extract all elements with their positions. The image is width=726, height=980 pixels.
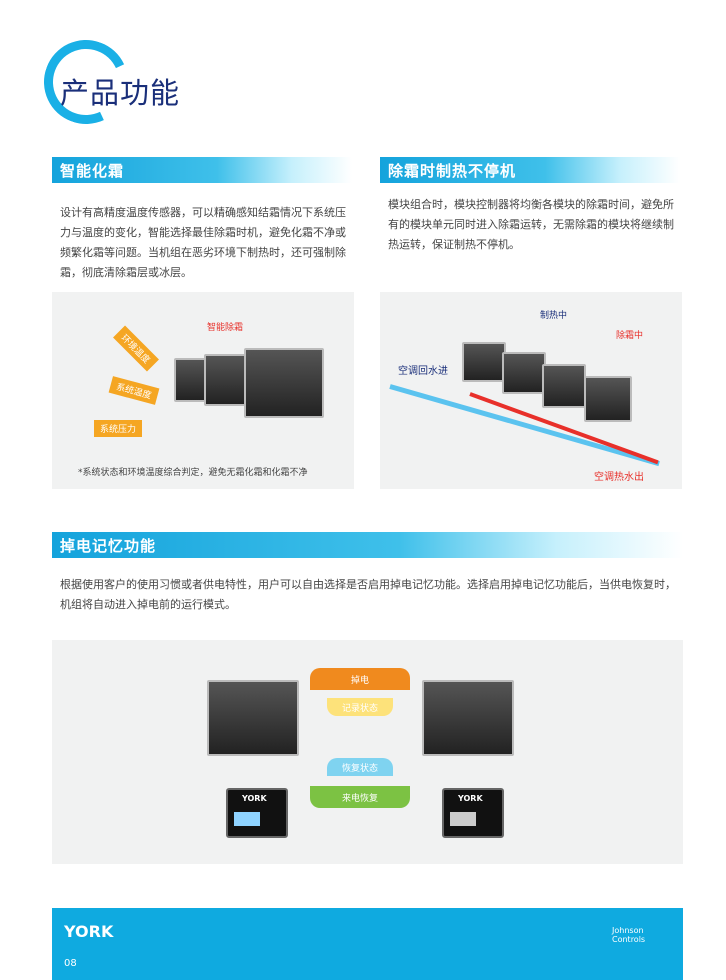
section-body-smart-defrost: 设计有高精度温度传感器，可以精确感知结霜情况下系统压力与温度的变化，智能选择最佳… [60, 206, 346, 279]
controller-brand: YORK [242, 794, 267, 803]
label-record-state: 记录状态 [327, 698, 393, 716]
arrow-system-pressure: 系统压力 [94, 420, 143, 437]
label-water-out: 空调热水出 [594, 472, 644, 483]
label-power-off: 掉电 [310, 668, 410, 690]
page-number: 08 [64, 958, 77, 969]
arrow-ambient-temp: 环境温度 [113, 325, 159, 372]
section-title-nonstop-heating: 除霜时制热不停机 [380, 157, 680, 183]
controller-brand: YORK [458, 794, 483, 803]
label-heating: 制热中 [540, 311, 568, 321]
figure-nonstop-heating: 制热中 除霜中 空调回水进 空调热水出 [380, 292, 682, 489]
figure-caption: *系统状态和环境温度综合判定，避免无霜化霜和化霜不净 [78, 468, 308, 478]
label-defrosting: 除霜中 [616, 331, 644, 341]
section-body-nonstop-heating: 模块组合时，模块控制器将均衡各模块的除霜时间，避免所有的模块单元同时进入除霜运转… [388, 198, 674, 251]
section-title-power-memory: 掉电记忆功能 [52, 532, 683, 558]
label-power-on: 来电恢复 [310, 786, 410, 808]
label-water-in: 空调回水进 [398, 366, 448, 377]
york-logo: YORK [64, 922, 114, 941]
section-title-smart-defrost: 智能化霜 [52, 157, 352, 183]
figure-power-memory: YORK YORK 掉电 记录状态 恢复状态 来电恢复 [52, 640, 683, 864]
figure-smart-defrost: 智能除霜 环境温度 系统温度 系统压力 *系统状态和环境温度综合判定，避免无霜化… [52, 292, 354, 489]
footer: YORK Johnson Controls 08 [52, 908, 683, 980]
label-restore-state: 恢复状态 [327, 758, 393, 776]
arrow-system-temp: 系统温度 [108, 376, 160, 405]
section-body-power-memory: 根据使用客户的使用习惯或者供电特性，用户可以自由选择是否启用掉电记忆功能。选择启… [60, 578, 676, 611]
page-title: 产品功能 [60, 76, 181, 110]
label-smart-defrost: 智能除霜 [207, 323, 244, 333]
johnson-controls-logo: Johnson Controls [612, 926, 646, 944]
